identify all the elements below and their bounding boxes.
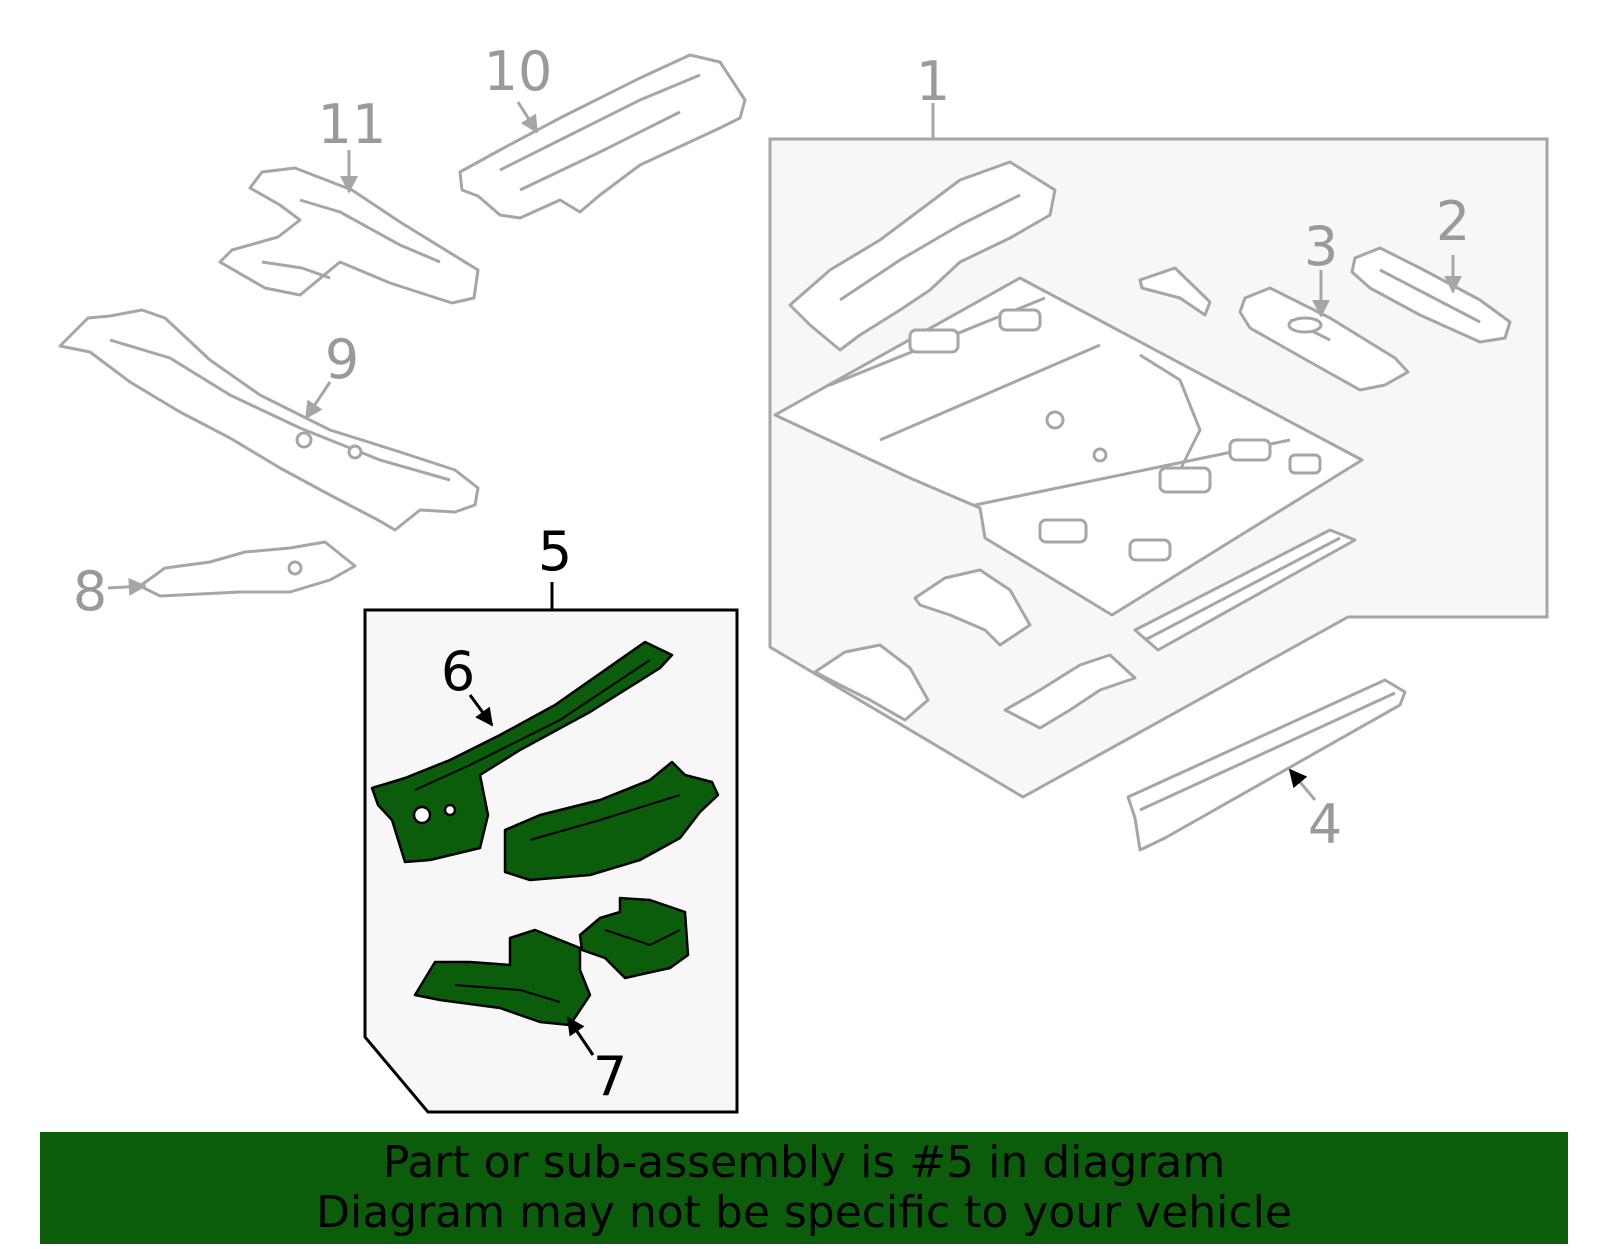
part-8-bracket (138, 540, 357, 598)
callout-10: 10 (484, 40, 553, 103)
part-1-floor-pan (773, 276, 1364, 617)
banner-line-2: Diagram may not be specific to your vehi… (316, 1187, 1292, 1238)
part-4-sill (1126, 678, 1407, 852)
callout-1: 1 (916, 50, 950, 113)
part-5-crossmember-bracket (578, 896, 690, 980)
leader-lines (107, 101, 1462, 1056)
banner-line-1: Part or sub-assembly is #5 in diagram (382, 1137, 1226, 1188)
callout-11: 11 (318, 93, 387, 156)
part-1-small-brackets (813, 266, 1212, 730)
part-5-rear-rail (503, 760, 720, 882)
callout-9: 9 (325, 328, 359, 391)
callout-2: 2 (1436, 190, 1470, 253)
callout-8: 8 (73, 560, 107, 623)
part-10-reinforcement (458, 53, 747, 220)
part-9-crossmember (58, 308, 480, 532)
info-banner: Part or sub-assembly is #5 in diagram Di… (40, 1132, 1568, 1244)
part-2-reinforcement (1350, 246, 1512, 344)
callout-6: 6 (441, 640, 475, 703)
part-1-front-panel (788, 160, 1057, 352)
part-6-side-member (370, 640, 674, 864)
callout-7: 7 (593, 1045, 627, 1108)
part-1-side-rail (1133, 528, 1357, 652)
part-3-reinforcement (1238, 286, 1410, 392)
part-7-bracket (413, 928, 592, 1027)
callout-4: 4 (1308, 793, 1342, 856)
callout-3: 3 (1304, 215, 1338, 278)
callout-5: 5 (538, 520, 572, 583)
